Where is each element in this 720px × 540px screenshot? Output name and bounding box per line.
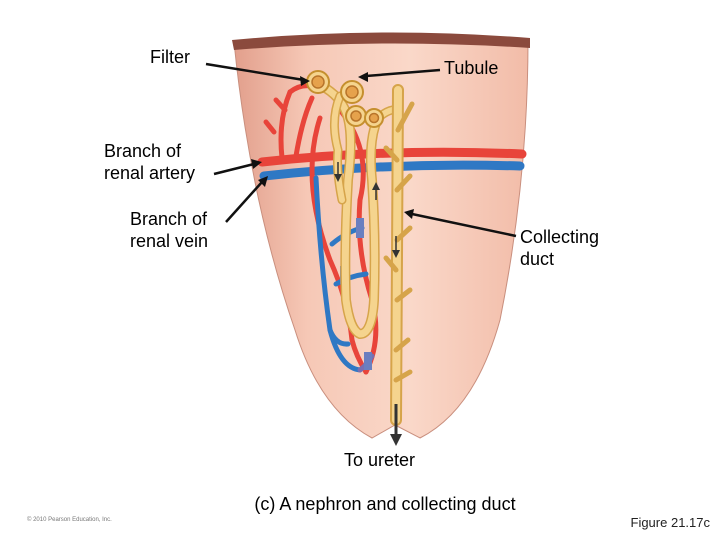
label-collecting-duct-line1: Collecting <box>520 227 600 247</box>
flow-arrows <box>334 162 400 258</box>
label-branch-renal-artery: Branch of renal artery <box>104 140 195 184</box>
label-branch-renal-vein-line2: renal vein <box>130 231 209 251</box>
afferent-arterioles <box>263 83 315 161</box>
glomerulus-cluster <box>306 70 384 128</box>
label-branch-renal-artery-line1: Branch of <box>104 141 182 161</box>
leader-lines <box>205 62 517 238</box>
copyright-notice: © 2010 Pearson Education, Inc. <box>27 517 112 523</box>
label-branch-renal-vein: Branch of renal vein <box>130 208 208 252</box>
label-filter: Filter <box>150 47 190 67</box>
label-collecting-duct-line2: duct <box>520 249 555 269</box>
ureter-arrow-head <box>390 434 402 446</box>
figure-caption: (c) A nephron and collecting duct <box>254 494 516 514</box>
label-to-ureter: To ureter <box>344 450 416 470</box>
label-branch-renal-artery-line2: renal artery <box>104 163 196 183</box>
figure-number: Figure 21.17c <box>630 515 711 530</box>
kidney-tissue-wedge <box>233 33 529 439</box>
label-tubule: Tubule <box>444 58 499 78</box>
label-collecting-duct: Collecting duct <box>520 226 599 270</box>
kidney-capsule <box>232 32 530 50</box>
label-branch-renal-vein-line1: Branch of <box>130 209 208 229</box>
